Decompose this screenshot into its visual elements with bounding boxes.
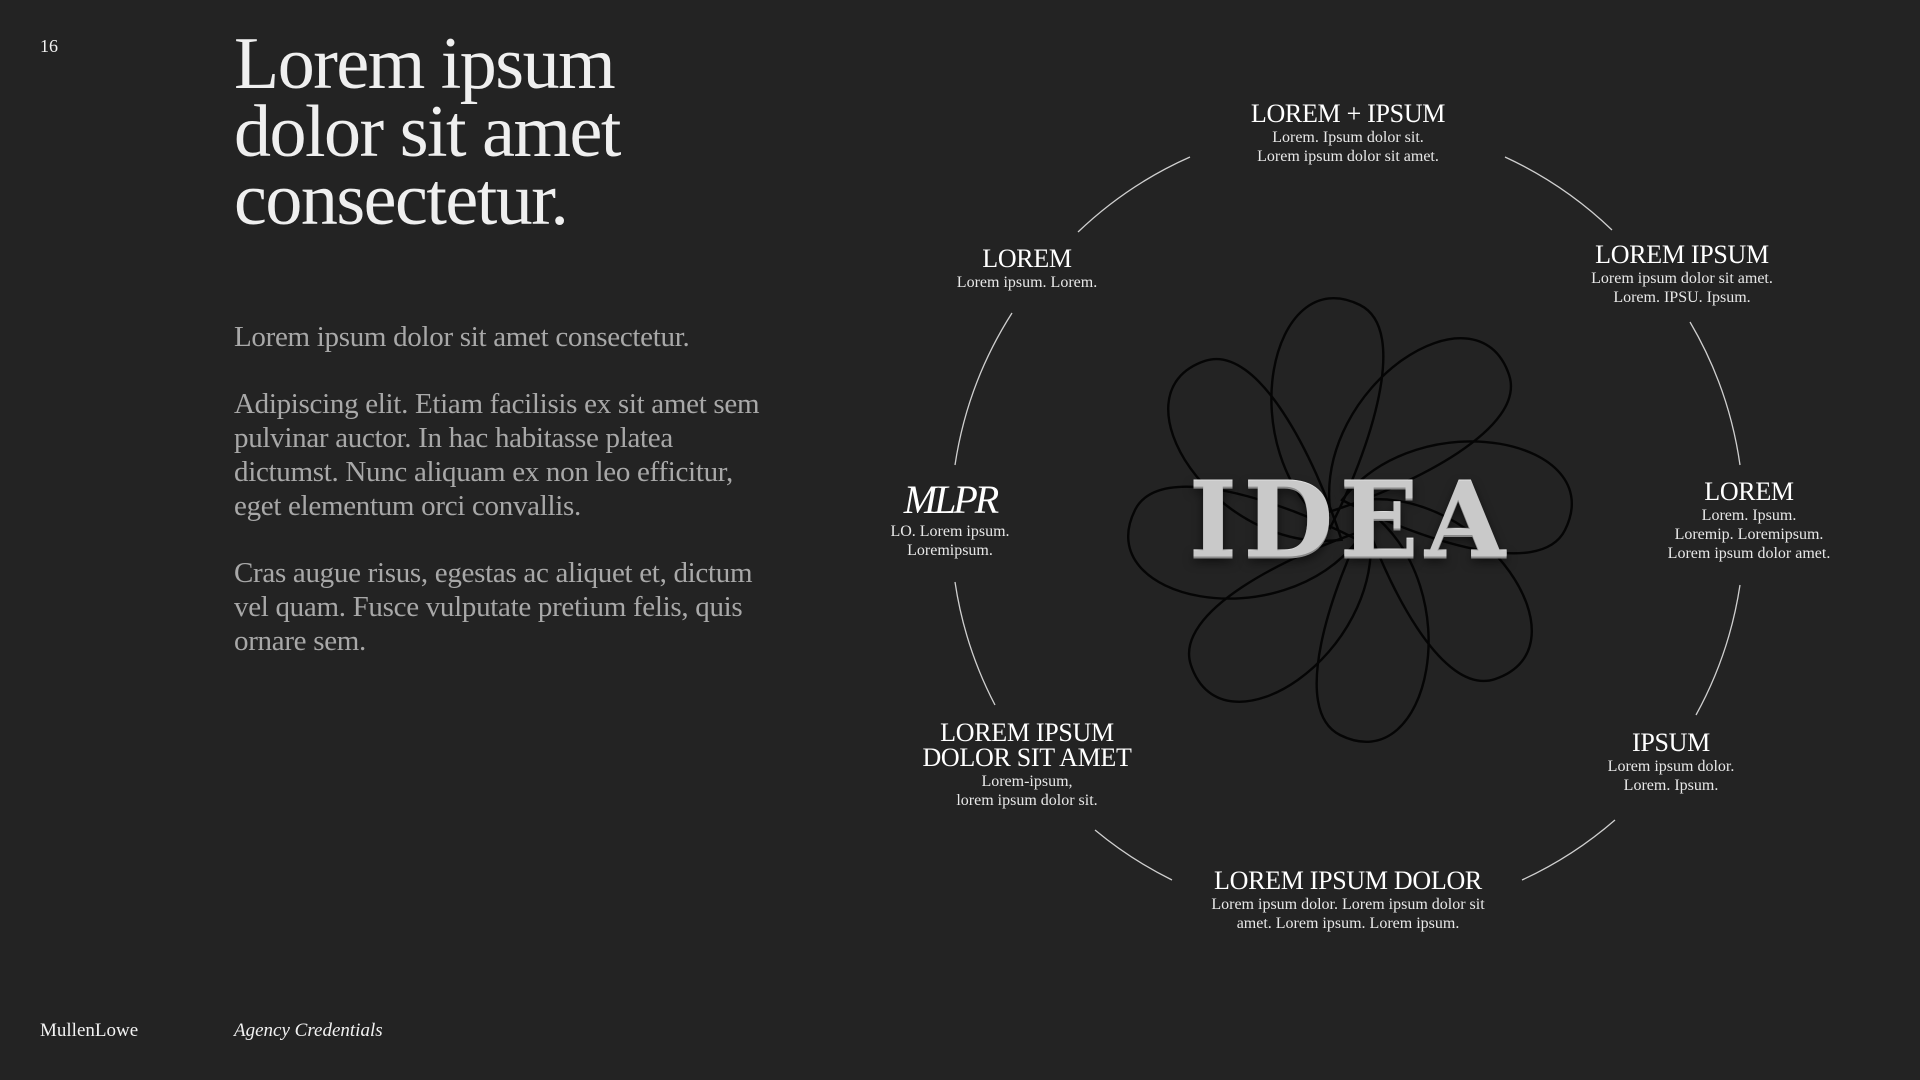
footer-brand: MullenLowe xyxy=(40,1020,139,1041)
node-title: LOREM IPSUM xyxy=(1595,240,1769,269)
node-title: LOREM + IPSUM xyxy=(1250,99,1446,128)
title-line: Lorem ipsum xyxy=(234,23,616,105)
node-description: Lorem ipsum. Lorem. xyxy=(957,273,1097,292)
node-description-line: Lorem-ipsum, xyxy=(981,773,1073,790)
node-right: LOREM Lorem. Ipsum. Loremip. Loremipsum.… xyxy=(1668,479,1831,563)
node-description-line: Lorem ipsum dolor. Lorem ipsum dolor sit xyxy=(1211,896,1485,913)
node-title-line: LOREM IPSUM xyxy=(940,718,1114,747)
node-description: Lorem-ipsum, lorem ipsum dolor sit. xyxy=(922,772,1131,810)
node-description-line: Lorem ipsum dolor sit amet. xyxy=(1591,270,1773,287)
node-bottom: LOREM IPSUM DOLOR Lorem ipsum dolor. Lor… xyxy=(1211,868,1484,933)
node-description: LO. Lorem ipsum. Loremipsum. xyxy=(890,522,1009,560)
title-line: consectetur. xyxy=(234,159,569,241)
idea-center-word: IDEA xyxy=(1188,458,1512,582)
node-description-line: Lorem. IPSU. Ipsum. xyxy=(1613,289,1751,306)
footer-document-name: Agency Credentials xyxy=(234,1020,383,1041)
node-title-line: DOLOR SIT AMET xyxy=(922,743,1132,772)
body-paragraph: Adipiscing elit. Etiam facilisis ex sit … xyxy=(234,388,760,522)
body-paragraph: Lorem ipsum dolor sit amet consectetur. xyxy=(234,321,690,353)
node-bottom-right: IPSUM Lorem ipsum dolor. Lorem. Ipsum. xyxy=(1608,730,1735,795)
body-copy: Lorem ipsum dolor sit amet consectetur. … xyxy=(234,320,774,691)
node-title: LOREM IPSUM DOLOR SIT AMET xyxy=(922,718,1132,772)
node-title: LOREM xyxy=(982,244,1072,273)
flower-outline xyxy=(1127,297,1573,743)
cycle-connector-arcs xyxy=(954,156,1741,881)
mlpr-logo: MLPR xyxy=(903,477,999,522)
node-description-line: Lorem ipsum. Lorem. xyxy=(956,274,1098,291)
title-line: dolor sit amet xyxy=(234,91,621,173)
node-description-line: Lorem. Ipsum. xyxy=(1623,777,1719,794)
node-top-left: LOREM Lorem ipsum. Lorem. xyxy=(957,246,1097,292)
node-description: Lorem. Ipsum. Loremip. Loremipsum. Lorem… xyxy=(1668,506,1831,563)
node-description-line: Loremipsum. xyxy=(907,542,993,559)
node-description-line: amet. Lorem ipsum. Lorem ipsum. xyxy=(1236,915,1460,932)
node-description: Lorem ipsum dolor sit amet. Lorem. IPSU.… xyxy=(1591,269,1773,307)
node-title: LOREM xyxy=(1704,477,1794,506)
node-title: LOREM IPSUM DOLOR xyxy=(1214,866,1482,895)
node-bottom-left: LOREM IPSUM DOLOR SIT AMET Lorem-ipsum, … xyxy=(922,720,1131,810)
body-paragraph: Cras augue risus, egestas ac aliquet et,… xyxy=(234,557,753,657)
node-description-line: lorem ipsum dolor sit. xyxy=(956,792,1098,809)
node-description-line: Lorem. Ipsum. xyxy=(1701,507,1797,524)
node-description-line: Lorem ipsum dolor amet. xyxy=(1667,545,1831,562)
node-description-line: Loremip. Loremipsum. xyxy=(1674,526,1824,543)
node-description: Lorem. Ipsum dolor sit. Lorem ipsum dolo… xyxy=(1251,128,1445,166)
diagram-graphics xyxy=(954,156,1741,881)
node-title: IPSUM xyxy=(1632,728,1710,757)
node-description-line: Lorem. Ipsum dolor sit. xyxy=(1272,129,1424,146)
node-description-line: LO. Lorem ipsum. xyxy=(890,523,1010,540)
node-description-line: Lorem ipsum dolor. xyxy=(1607,758,1735,775)
page-title: Lorem ipsum dolor sit amet consectetur. xyxy=(234,23,854,241)
page-number: 16 xyxy=(40,36,58,56)
node-description: Lorem ipsum dolor. Lorem. Ipsum. xyxy=(1608,757,1735,795)
idea-cycle-diagram: IDEA LOREM + IPSUM Lorem. Ipsum dolor si… xyxy=(860,80,1860,960)
node-top-right: LOREM IPSUM Lorem ipsum dolor sit amet. … xyxy=(1591,242,1773,307)
node-description: Lorem ipsum dolor. Lorem ipsum dolor sit… xyxy=(1211,895,1484,933)
node-left: MLPR LO. Lorem ipsum. Loremipsum. xyxy=(890,480,1009,560)
node-description-line: Lorem ipsum dolor sit amet. xyxy=(1257,148,1439,165)
node-top: LOREM + IPSUM Lorem. Ipsum dolor sit. Lo… xyxy=(1250,99,1446,166)
